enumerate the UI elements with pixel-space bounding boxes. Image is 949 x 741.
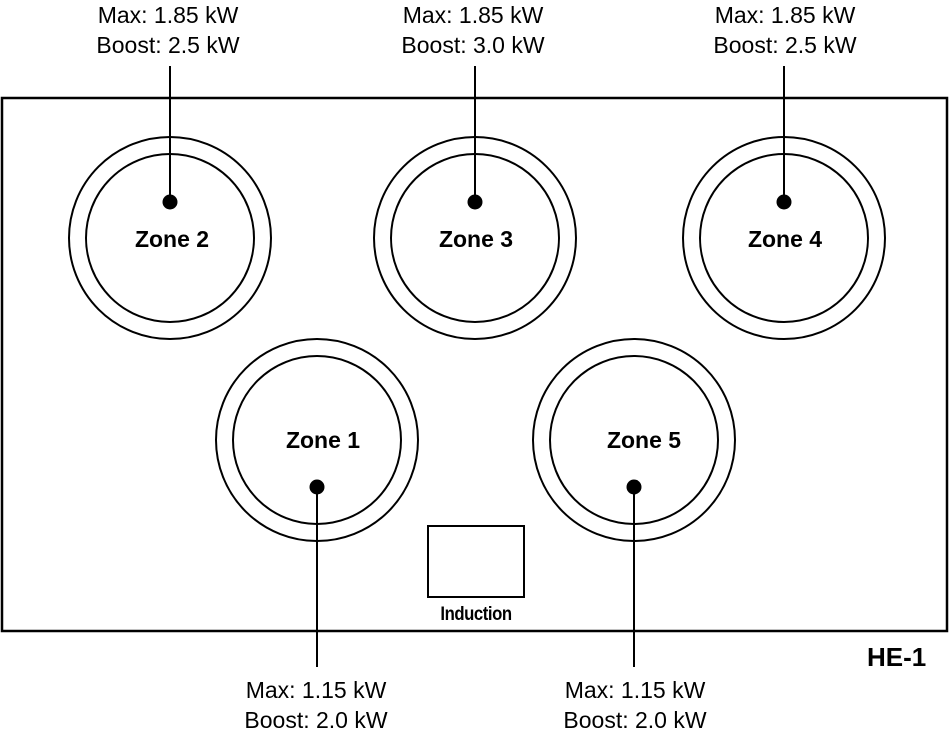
zone-1-label: Zone 1 — [285, 427, 361, 453]
zone-1-max: Max: 1.15 kW — [245, 677, 387, 703]
zone-3-label: Zone 3 — [438, 226, 514, 252]
zone-3-max: Max: 1.85 kW — [402, 2, 544, 28]
induction-control-panel — [427, 525, 525, 598]
zone-1-spec: Max: 1.15 kW Boost: 2.0 kW — [206, 675, 426, 735]
zone-4-boost: Boost: 2.5 kW — [713, 32, 857, 58]
model-label: HE-1 — [867, 642, 927, 672]
zone-3-boost: Boost: 3.0 kW — [401, 32, 545, 58]
zone-2-max: Max: 1.85 kW — [97, 2, 239, 28]
zone-4-max: Max: 1.85 kW — [714, 2, 856, 28]
zones-layer — [68, 66, 886, 667]
zone-3-marker-dot — [467, 194, 483, 210]
zone-2-label: Zone 2 — [134, 226, 210, 252]
induction-label: Induction — [440, 604, 512, 625]
zone-5-label: Zone 5 — [606, 427, 682, 453]
zone-3-spec: Max: 1.85 kW Boost: 3.0 kW — [363, 0, 583, 60]
zone-2-spec: Max: 1.85 kW Boost: 2.5 kW — [58, 0, 278, 60]
zone-4-label: Zone 4 — [747, 226, 823, 252]
zone-5-spec: Max: 1.15 kW Boost: 2.0 kW — [525, 675, 745, 735]
zone-4-spec: Max: 1.85 kW Boost: 2.5 kW — [675, 0, 895, 60]
zone-2-marker-dot — [162, 194, 178, 210]
zone-2-boost: Boost: 2.5 kW — [96, 32, 240, 58]
zone-4-marker-dot — [776, 194, 792, 210]
zone-5-marker-dot — [626, 479, 642, 495]
zone-1-marker-dot — [309, 479, 325, 495]
zone-5-max: Max: 1.15 kW — [564, 677, 706, 703]
zone-5-boost: Boost: 2.0 kW — [563, 707, 707, 733]
zone-1-boost: Boost: 2.0 kW — [244, 707, 388, 733]
